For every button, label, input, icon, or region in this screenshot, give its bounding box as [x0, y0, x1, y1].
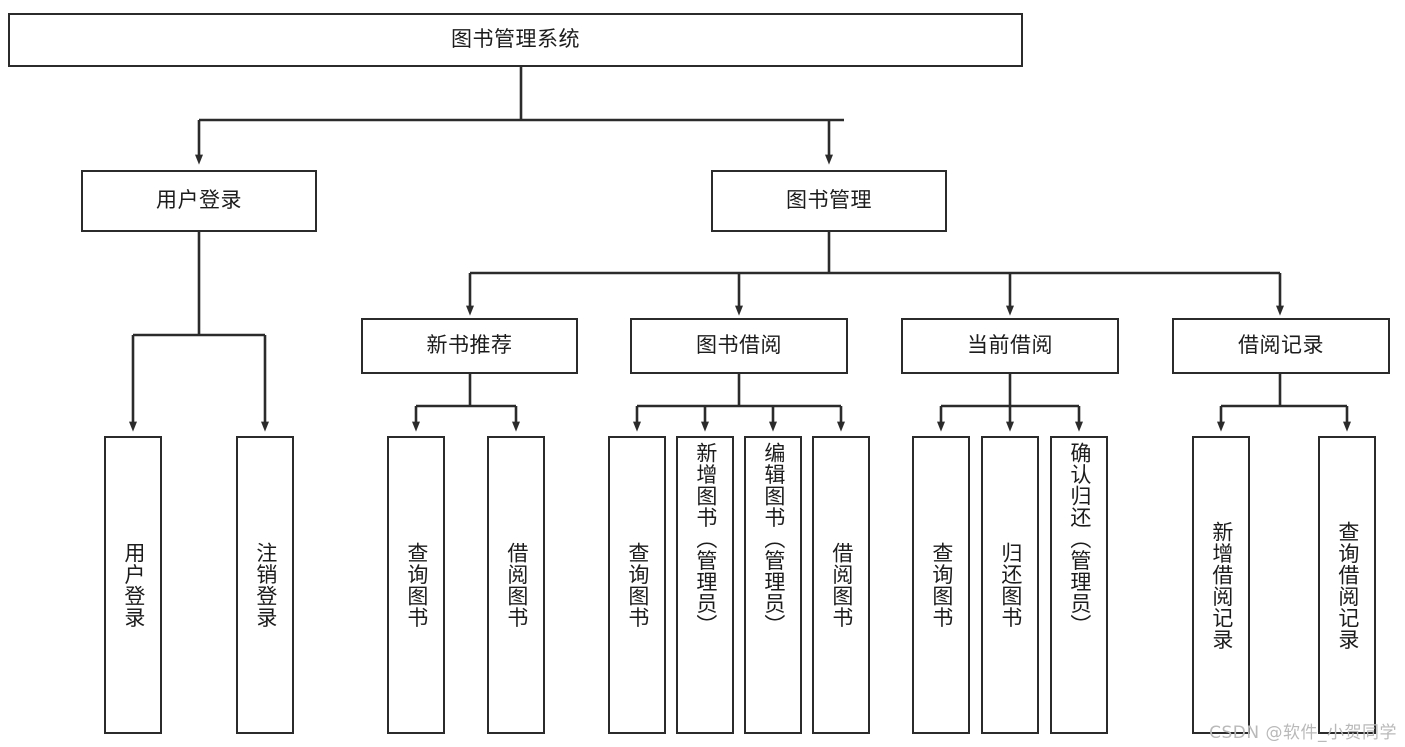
leaf-label: 查询图书 [404, 542, 429, 628]
node-user-login[interactable]: 用户登录 [81, 170, 317, 232]
leaf-label: 新增借阅记录 [1209, 520, 1234, 650]
leaf-query-book-3[interactable]: 查询图书 [912, 436, 970, 734]
leaf-label: 借阅图书 [829, 542, 854, 628]
watermark-text: CSDN @软件_小贺同学 [1209, 723, 1397, 743]
leaf-label: 确认归还（管理员） [1067, 442, 1092, 636]
leaf-add-record[interactable]: 新增借阅记录 [1192, 436, 1250, 734]
leaf-label: 注销登录 [253, 542, 278, 628]
leaf-label: 用户登录 [121, 542, 146, 628]
leaf-return-book[interactable]: 归还图书 [981, 436, 1039, 734]
leaf-query-book-1[interactable]: 查询图书 [387, 436, 445, 734]
leaf-edit-book[interactable]: 编辑图书（管理员） [744, 436, 802, 734]
leaf-borrow-book-1[interactable]: 借阅图书 [487, 436, 545, 734]
leaf-add-book[interactable]: 新增图书（管理员） [676, 436, 734, 734]
leaf-label: 查询图书 [929, 542, 954, 628]
leaf-label: 编辑图书（管理员） [761, 442, 786, 636]
leaf-label: 查询借阅记录 [1335, 520, 1360, 650]
node-book-manage[interactable]: 图书管理 [711, 170, 947, 232]
leaf-label: 查询图书 [625, 542, 650, 628]
leaf-borrow-book-2[interactable]: 借阅图书 [812, 436, 870, 734]
leaf-user-login[interactable]: 用户登录 [104, 436, 162, 734]
leaf-query-book-2[interactable]: 查询图书 [608, 436, 666, 734]
leaf-label: 新增图书（管理员） [693, 442, 718, 636]
node-root-system[interactable]: 图书管理系统 [8, 13, 1023, 67]
leaf-query-record[interactable]: 查询借阅记录 [1318, 436, 1376, 734]
leaf-confirm-return[interactable]: 确认归还（管理员） [1050, 436, 1108, 734]
node-book-borrow[interactable]: 图书借阅 [630, 318, 848, 374]
leaf-label: 借阅图书 [504, 542, 529, 628]
node-new-book-recommend[interactable]: 新书推荐 [361, 318, 578, 374]
node-current-borrow[interactable]: 当前借阅 [901, 318, 1119, 374]
node-borrow-record[interactable]: 借阅记录 [1172, 318, 1390, 374]
leaf-logout[interactable]: 注销登录 [236, 436, 294, 734]
leaf-label: 归还图书 [998, 542, 1023, 628]
